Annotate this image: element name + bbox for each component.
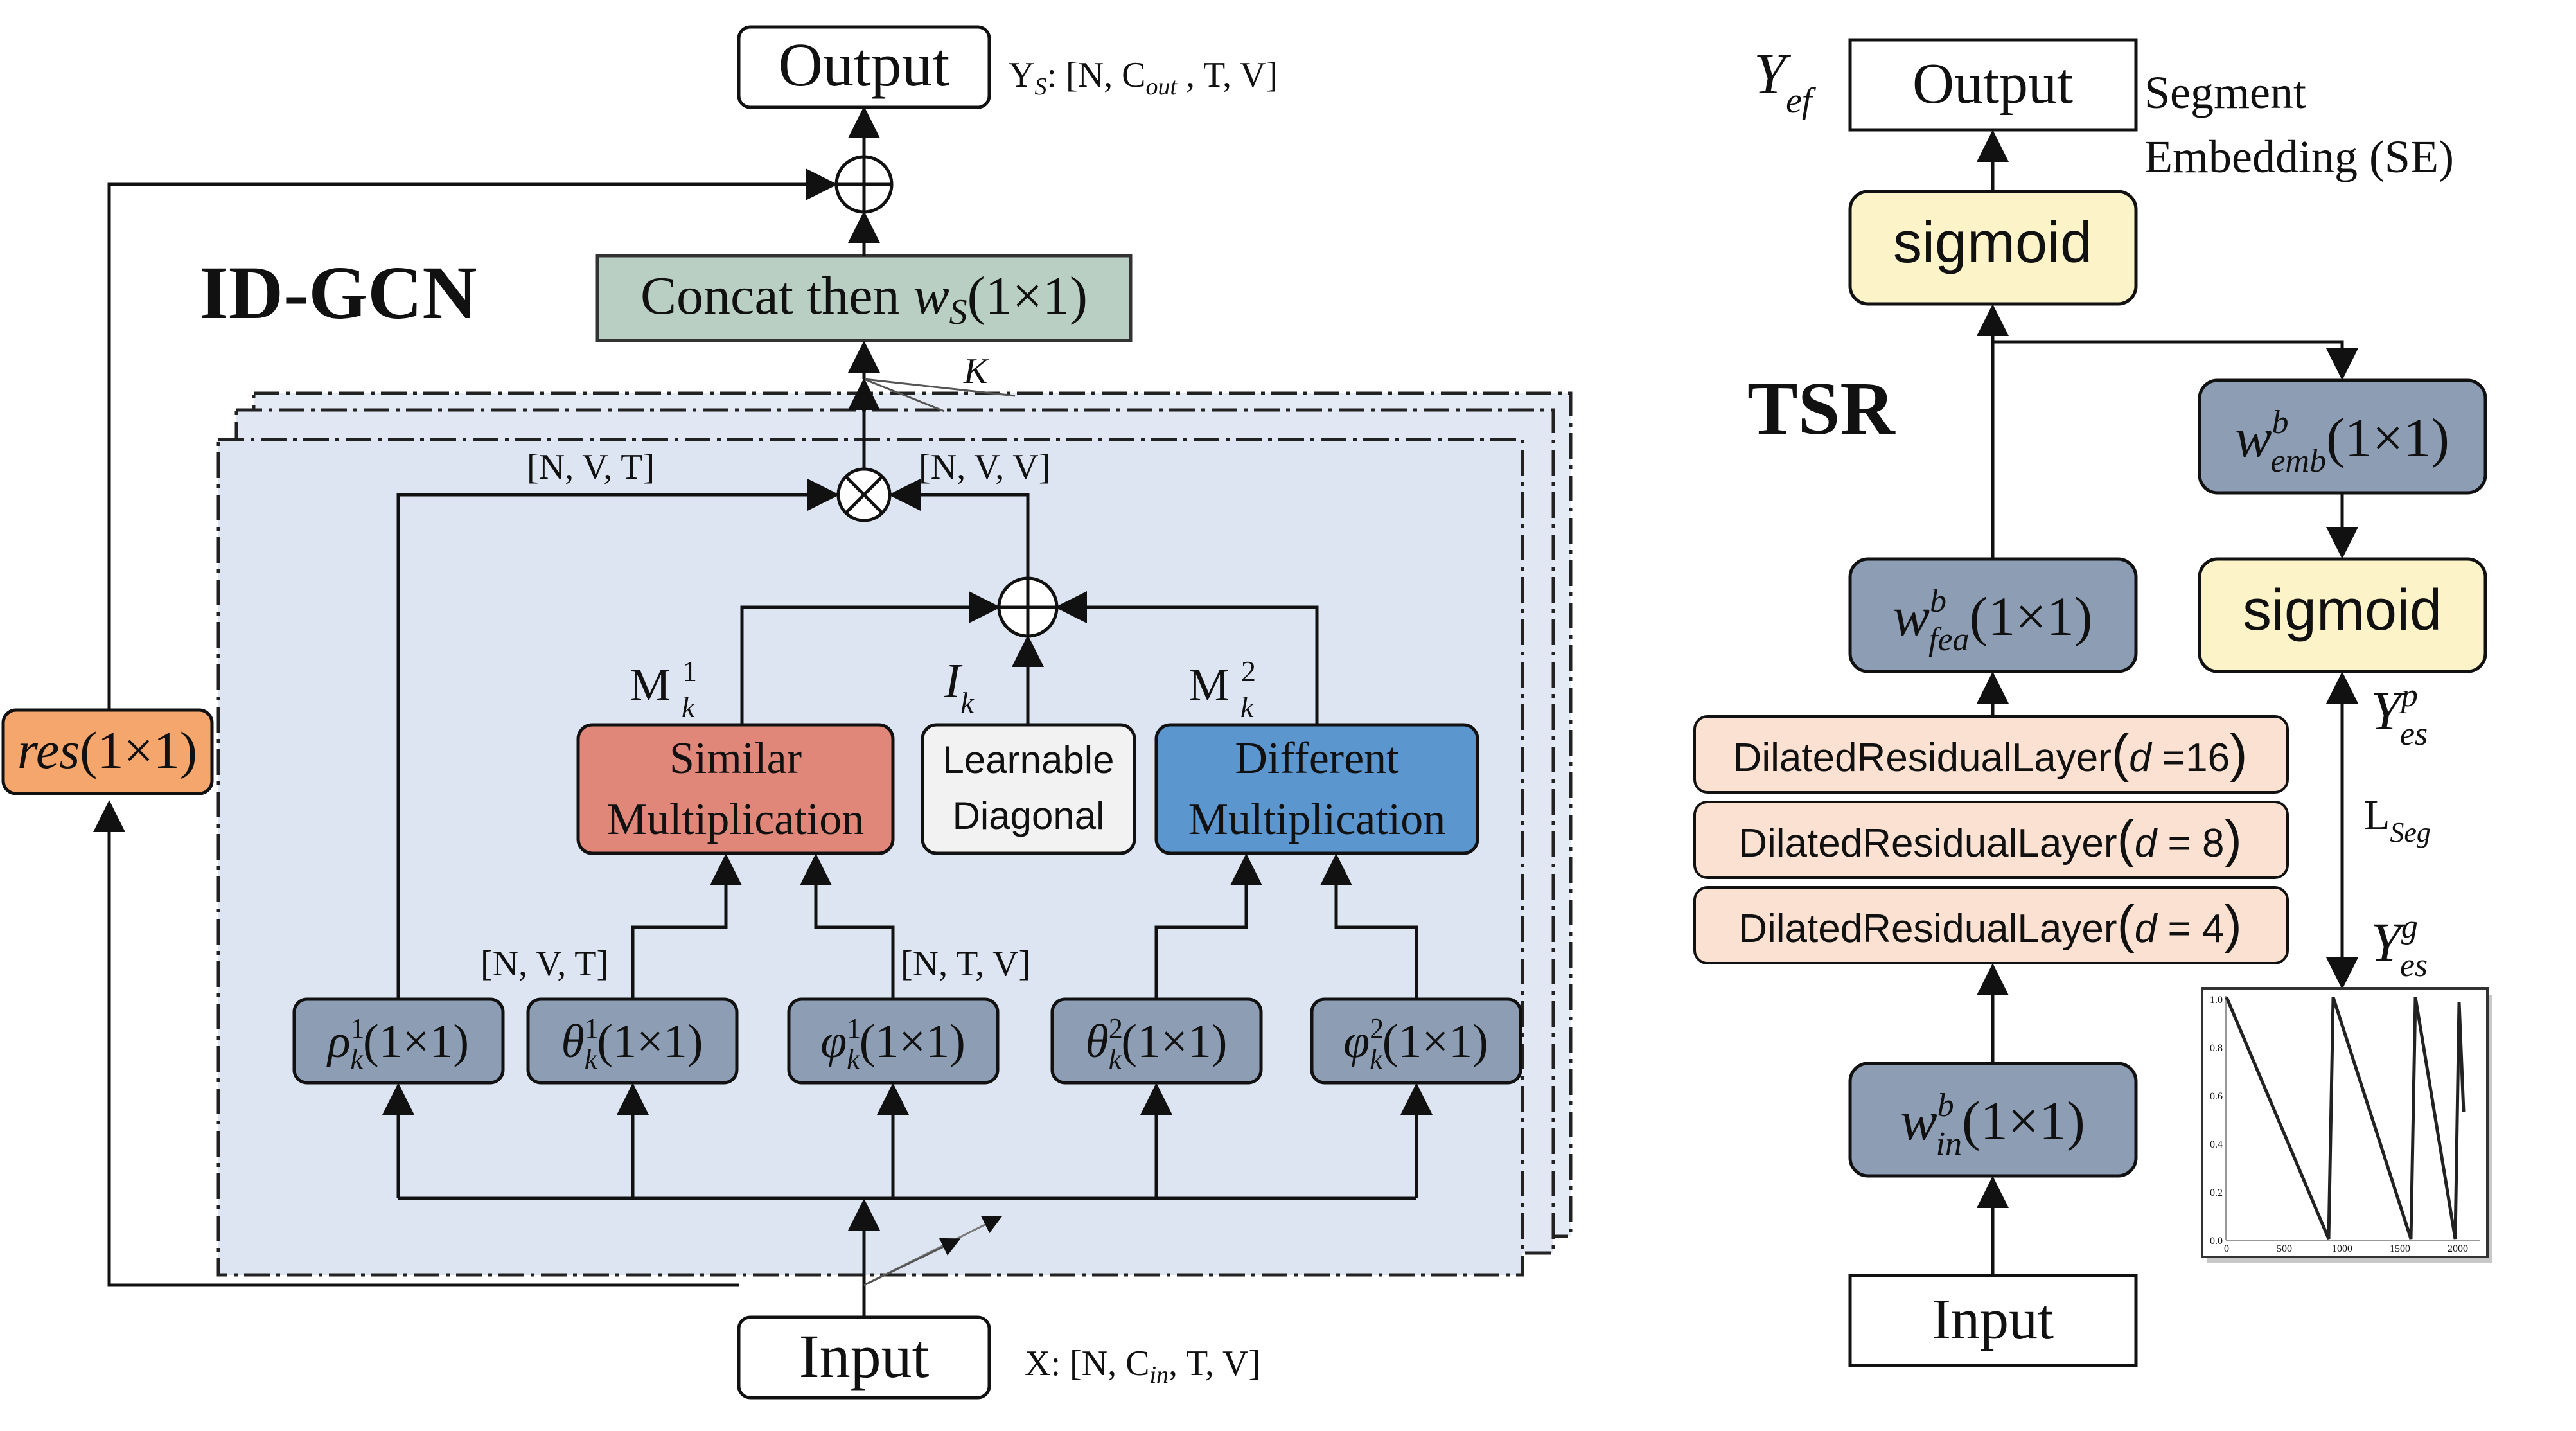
ik-label: Ik [944,654,975,719]
different-multiplication-box [1154,723,1479,855]
mini-chart-y-tick: 0.4 [2210,1139,2223,1150]
similar-line-1: Similar [669,734,802,783]
mini-chart-sawtooth [2225,997,2466,1240]
mini-chart-x-tick: 1500 [2390,1243,2410,1254]
svg-text:DilatedResidualLayer(d =16): DilatedResidualLayer(d =16) [1733,724,2248,783]
different-line-1: Different [1235,734,1399,783]
mini-chart-y-tick: 1.0 [2210,995,2223,1006]
mini-chart-y-ticks: 1.0 0.8 0.6 0.4 0.2 0.0 [2210,995,2223,1247]
mini-chart-x-tick: 0 [2224,1243,2229,1254]
mini-chart-y-tick: 0.0 [2210,1236,2223,1247]
svg-text:θ2k(1×1): θ2k(1×1) [1086,1013,1228,1075]
se-label-2: Embedding (SE) [2144,131,2454,182]
tsr-output-box [1848,38,2138,132]
ground-truth-plot: 1.0 0.8 0.6 0.4 0.2 0.0 0 500 1000 1500 2000 [2201,987,2492,1263]
mini-chart-x-tick: 1000 [2332,1243,2352,1254]
tsr-input-box [1848,1274,2138,1367]
svg-text:DilatedResidualLayer(d = 8): DilatedResidualLayer(d = 8) [1738,810,2242,868]
similar-line-2: Multiplication [607,795,865,844]
mini-chart-y-tick: 0.6 [2210,1091,2223,1102]
svg-text:θ1k(1×1): θ1k(1×1) [561,1013,703,1075]
tsr-title: TSR [1747,366,1896,450]
tsr-output-label: Output [1912,52,2073,116]
learnable-line-1: Learnable [943,738,1115,781]
input-shape: X: [N, Cin, T, V] [1025,1344,1260,1389]
lseg-label: LSeg [2364,792,2431,848]
shape-label-adjacency: [N, V, V] [919,447,1050,487]
svg-text:ρ1k(1×1): ρ1k(1×1) [326,1013,469,1075]
svg-text:φ2k(1×1): φ2k(1×1) [1343,1013,1488,1075]
id-gcn-diagram: ID-GCN Output YS: [N, Cout , T, V] Input… [1,25,1573,1400]
concat-label: Concat then wS(1×1) [640,266,1088,332]
se-label-1: Segment [2144,67,2306,118]
tsr-input-label: Input [1932,1288,2054,1351]
yef-label: Yef [1754,42,1817,121]
tsr-diagram: TSR Output Yef Segment Embedding (SE) si… [1693,38,2492,1367]
id-gcn-title: ID-GCN [199,251,477,335]
different-line-2: Multiplication [1188,795,1446,844]
panel-front [216,438,1524,1277]
output-shape: YS: [N, Cout , T, V] [1009,55,1278,100]
res-label: res(1×1) [17,721,197,779]
mini-chart-x-tick: 2000 [2448,1243,2468,1254]
mini-chart-y-tick: 0.8 [2210,1043,2223,1054]
mini-chart-x-ticks: 0 500 1000 1500 2000 [2224,1243,2468,1254]
concat-box [595,254,1133,342]
dilated-layer-16: DilatedResidualLayer(d =16) [1693,715,2289,794]
dilated-layer-4: DilatedResidualLayer(d = 4) [1693,886,2289,964]
input-label: Input [799,1322,930,1391]
k-label: K [963,351,989,391]
learnable-diagonal-box [921,723,1136,855]
mini-chart-x-tick: 500 [2277,1243,2292,1254]
shape-label-phi1: [N, T, V] [901,944,1030,984]
output-label: Output [779,30,950,99]
sigmoid-right-label: sigmoid [2243,578,2442,643]
svg-text:DilatedResidualLayer(d = 4): DilatedResidualLayer(d = 4) [1738,895,2242,954]
mini-chart-y-tick: 0.2 [2210,1187,2223,1198]
learnable-line-2: Diagonal [953,794,1105,837]
sigmoid-top-label: sigmoid [1893,211,2092,275]
shape-label-rho-path: [N, V, T] [527,447,655,487]
shape-label-theta1: [N, V, T] [481,944,608,984]
dilated-layer-8: DilatedResidualLayer(d = 8) [1693,801,2289,879]
svg-text:φ1k(1×1): φ1k(1×1) [820,1013,966,1075]
